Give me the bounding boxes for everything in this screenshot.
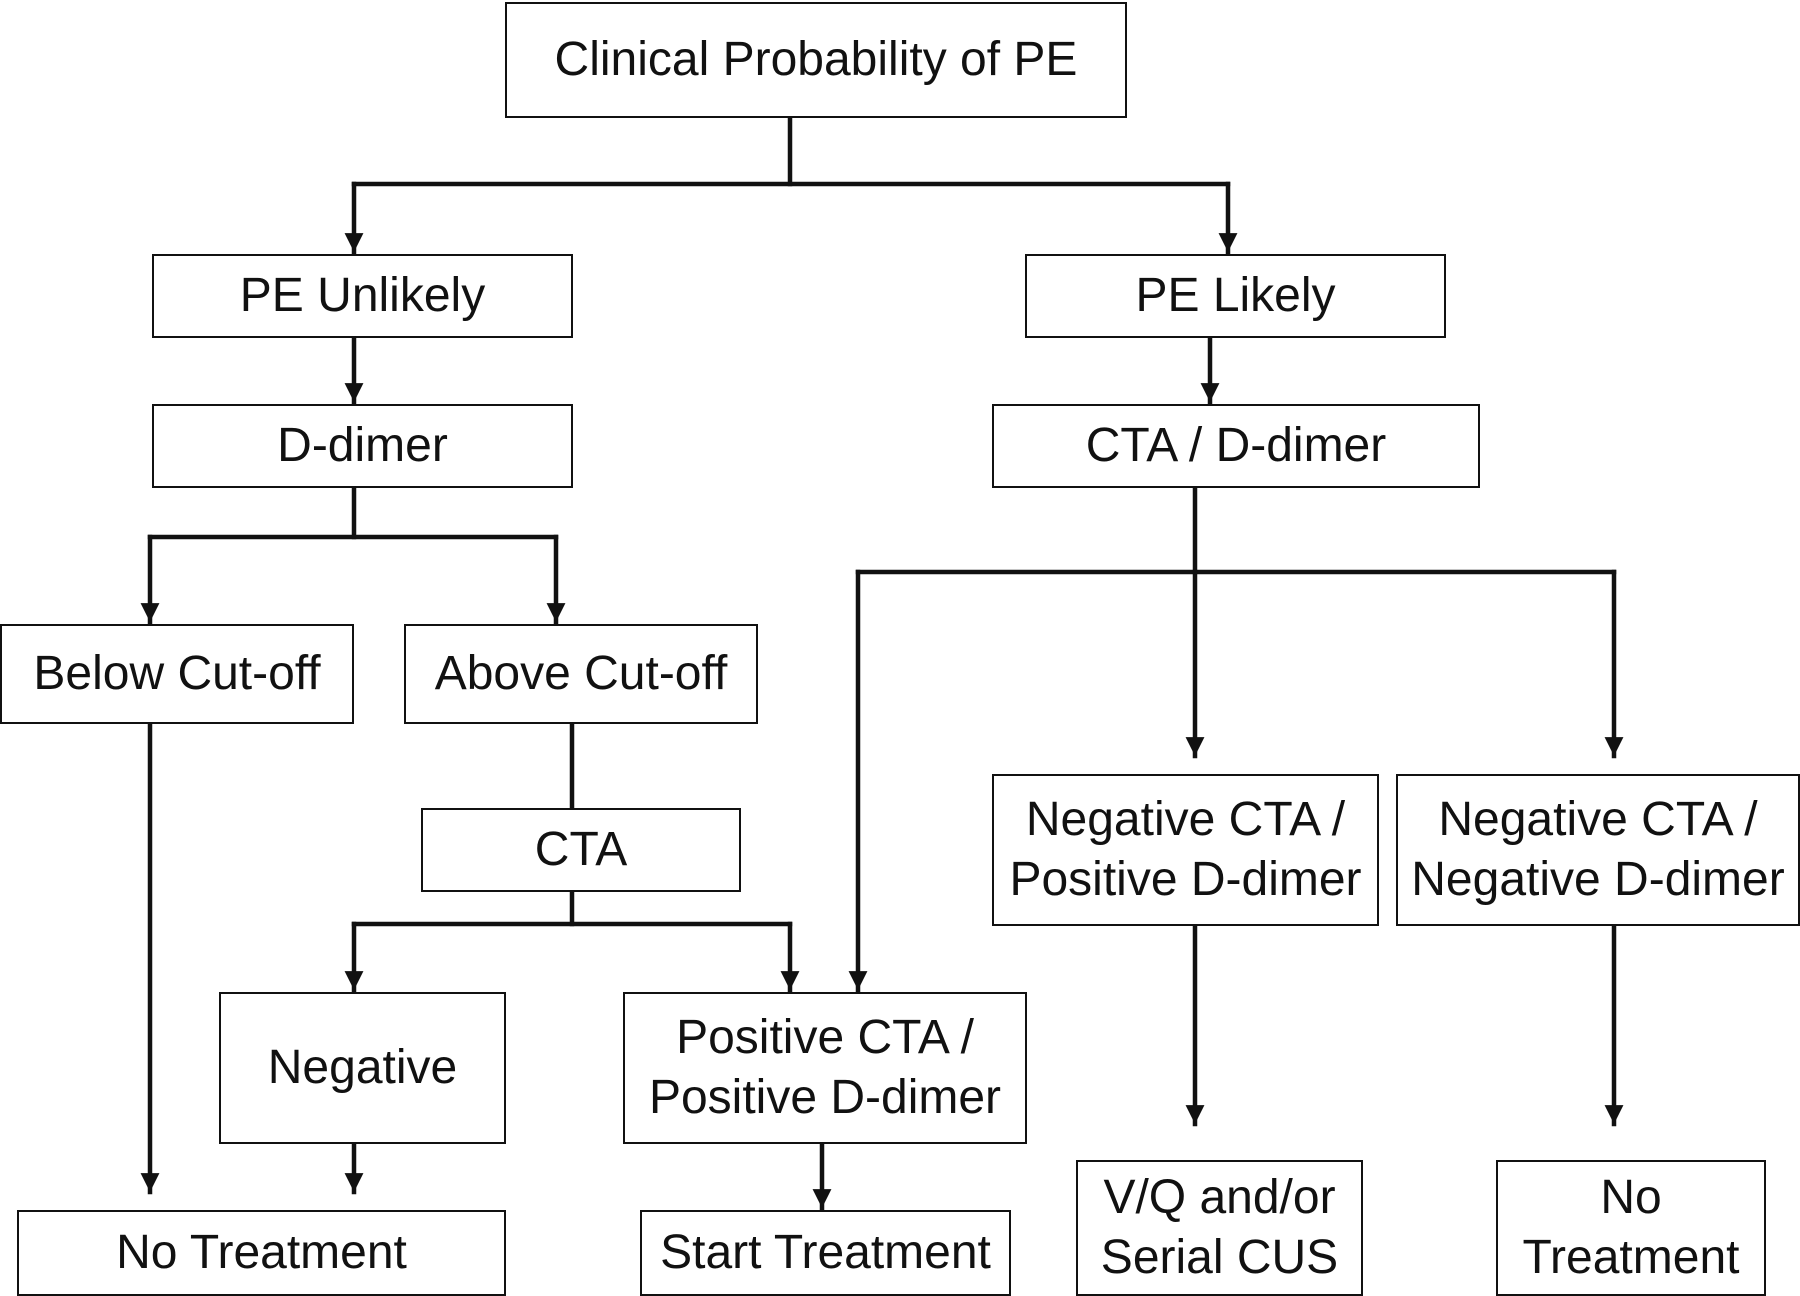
box-label-line: Positive D-dimer bbox=[648, 1071, 1002, 1124]
box-label-line: PE Likely bbox=[1135, 269, 1336, 322]
box-pe-unlikely: PE Unlikely bbox=[152, 254, 573, 338]
box-label-line: D-dimer bbox=[277, 419, 448, 472]
box-label-line: Serial CUS bbox=[1100, 1231, 1339, 1284]
box-label-line: Negative CTA / bbox=[1025, 793, 1346, 846]
box-d-dimer: D-dimer bbox=[152, 404, 573, 488]
box-above-cutoff: Above Cut-off bbox=[404, 624, 758, 724]
box-label-line: PE Unlikely bbox=[239, 269, 486, 322]
box-cta-d-dimer: CTA / D-dimer bbox=[992, 404, 1480, 488]
box-label-line: Above Cut-off bbox=[434, 647, 728, 700]
box-negative-cta-negative-ddimer: Negative CTA / Negative D-dimer bbox=[1396, 774, 1800, 926]
box-label-line: Positive CTA / bbox=[676, 1011, 974, 1064]
box-label-line: Negative D-dimer bbox=[1411, 853, 1785, 906]
box-positive-cta-positive-ddimer: Positive CTA / Positive D-dimer bbox=[623, 992, 1027, 1144]
box-cta: CTA bbox=[421, 808, 741, 892]
box-pe-likely: PE Likely bbox=[1025, 254, 1446, 338]
box-negative-cta-positive-ddimer: Negative CTA / Positive D-dimer bbox=[992, 774, 1379, 926]
box-vq-serial-cus: V/Q and/or Serial CUS bbox=[1076, 1160, 1363, 1296]
box-label-line: Below Cut-off bbox=[33, 647, 321, 700]
box-no-treatment-left: No Treatment bbox=[17, 1210, 506, 1296]
box-label-line: Treatment bbox=[1522, 1231, 1740, 1284]
box-below-cutoff: Below Cut-off bbox=[0, 624, 354, 724]
box-label-line: No bbox=[1600, 1171, 1662, 1224]
box-label-line: CTA / D-dimer bbox=[1085, 419, 1387, 472]
box-label-line: No Treatment bbox=[116, 1226, 407, 1279]
box-negative: Negative bbox=[219, 992, 506, 1144]
box-label-line: Clinical Probability of PE bbox=[554, 33, 1078, 86]
box-clinical-probability: Clinical Probability of PE bbox=[505, 2, 1127, 118]
box-label-line: Start Treatment bbox=[660, 1226, 991, 1279]
box-label-line: Negative bbox=[267, 1041, 458, 1094]
box-label-line: CTA bbox=[534, 823, 628, 876]
box-label-line: V/Q and/or bbox=[1103, 1171, 1336, 1224]
box-label-line: Positive D-dimer bbox=[1009, 853, 1362, 906]
box-start-treatment: Start Treatment bbox=[640, 1210, 1011, 1296]
box-no-treatment-right: No Treatment bbox=[1496, 1160, 1766, 1296]
box-label-line: Negative CTA / bbox=[1438, 793, 1758, 846]
